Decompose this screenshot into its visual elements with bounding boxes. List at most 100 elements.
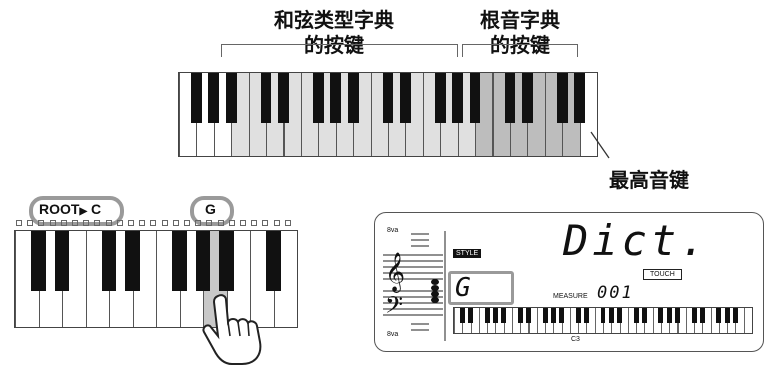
staff-area: 𝄞 𝄢 [383, 231, 446, 341]
black-key [526, 308, 531, 323]
measure-value: 001 [597, 283, 634, 303]
pressing-hand-icon [202, 294, 262, 365]
bottom-keys [15, 231, 297, 327]
panel-indicator-icon [284, 220, 291, 226]
panel-icon-row [16, 220, 296, 228]
black-key [125, 231, 140, 291]
black-key [633, 308, 639, 323]
style-badge: STYLE [453, 249, 482, 258]
panel-indicator-icon [206, 220, 213, 226]
panel-indicator-icon [161, 220, 168, 226]
black-key [469, 73, 481, 123]
panel-indicator-icon [273, 220, 280, 226]
panel-indicator-icon [150, 220, 157, 226]
black-key [699, 308, 705, 323]
measure-label: MEASURE [553, 293, 588, 300]
chord-type-dictionary-label: 和弦类型字典 的按键 [274, 8, 394, 57]
chord-name: G [455, 273, 471, 303]
touch-label: TOUCH [643, 269, 682, 280]
svg-text:𝄞: 𝄞 [385, 252, 405, 293]
black-key [517, 308, 523, 323]
lcd-keys [454, 308, 752, 333]
panel-indicator-icon [49, 220, 56, 226]
panel-indicator-icon [240, 220, 246, 226]
lcd-display: 8va 8va 𝄞 𝄢 STYLE Dict. TOUCH G MEASURE … [374, 212, 764, 352]
black-key [501, 308, 507, 323]
black-key [330, 73, 342, 123]
black-key [208, 73, 220, 123]
black-key [312, 73, 324, 123]
black-key [266, 231, 281, 291]
black-key [716, 308, 722, 323]
top-keyboard [178, 72, 598, 157]
bottom-keyboard[interactable] [14, 230, 298, 328]
root-indicator-frame [29, 196, 124, 226]
panel-indicator-icon [217, 220, 224, 226]
root-indicator: ROOT▶ C [39, 201, 101, 217]
black-key [219, 231, 234, 291]
black-key [583, 308, 589, 323]
panel-indicator-icon [262, 220, 269, 226]
highest-key-leader [590, 131, 610, 159]
black-key [732, 308, 738, 323]
black-key [608, 308, 614, 323]
panel-indicator-icon [94, 220, 101, 226]
black-key [691, 308, 697, 323]
black-key [666, 308, 672, 323]
octave-bottom-label: 8va [387, 331, 399, 338]
black-key [574, 73, 585, 123]
black-key [195, 231, 211, 291]
main-display-text: Dict. [563, 216, 710, 265]
panel-indicator-icon [116, 220, 123, 226]
panel-indicator-icon [172, 220, 179, 226]
black-key [468, 308, 474, 323]
panel-indicator-icon [83, 220, 90, 226]
panel-indicator-icon [60, 220, 67, 226]
black-key [641, 308, 647, 323]
panel-indicator-icon [27, 220, 34, 226]
black-key [617, 308, 623, 323]
black-key [600, 308, 606, 323]
panel-indicator-icon [251, 220, 258, 226]
black-key [172, 231, 187, 291]
black-key [347, 73, 359, 123]
black-key [559, 308, 565, 323]
black-key [459, 308, 465, 323]
black-key [225, 73, 237, 123]
root-bracket [462, 44, 578, 57]
black-key [452, 73, 464, 123]
black-key [484, 308, 490, 323]
panel-indicator-icon [72, 220, 78, 226]
svg-text:𝄢: 𝄢 [385, 291, 403, 324]
black-key [575, 308, 581, 323]
black-key [724, 308, 730, 323]
panel-indicator-icon [195, 220, 202, 226]
panel-indicator-icon [16, 220, 22, 226]
black-key [260, 73, 272, 123]
black-key [504, 73, 516, 123]
black-key [542, 308, 548, 323]
c3-label: C3 [571, 336, 580, 343]
chord-name-frame [448, 271, 514, 305]
root-dictionary-label: 根音字典 的按键 [480, 8, 560, 57]
black-key [658, 308, 664, 323]
arrow-right-icon: ▶ [79, 206, 88, 217]
panel-indicator-icon [128, 220, 134, 226]
panel-indicator-icon [139, 220, 146, 226]
black-key [434, 73, 446, 123]
white-key [743, 308, 752, 333]
chord-type-value: G [205, 201, 216, 217]
top-keys [179, 73, 597, 156]
black-key [31, 231, 46, 291]
panel-indicator-icon [105, 220, 112, 226]
panel-indicator-icon [228, 220, 235, 226]
panel-indicator-icon [184, 220, 190, 226]
root-value: C [91, 201, 102, 217]
black-key [278, 73, 289, 123]
black-key [521, 73, 533, 123]
black-key [675, 308, 680, 323]
black-key [556, 73, 568, 123]
panel-indicator-icon [38, 220, 45, 226]
octave-top-label: 8va [387, 227, 399, 234]
black-key [550, 308, 556, 323]
